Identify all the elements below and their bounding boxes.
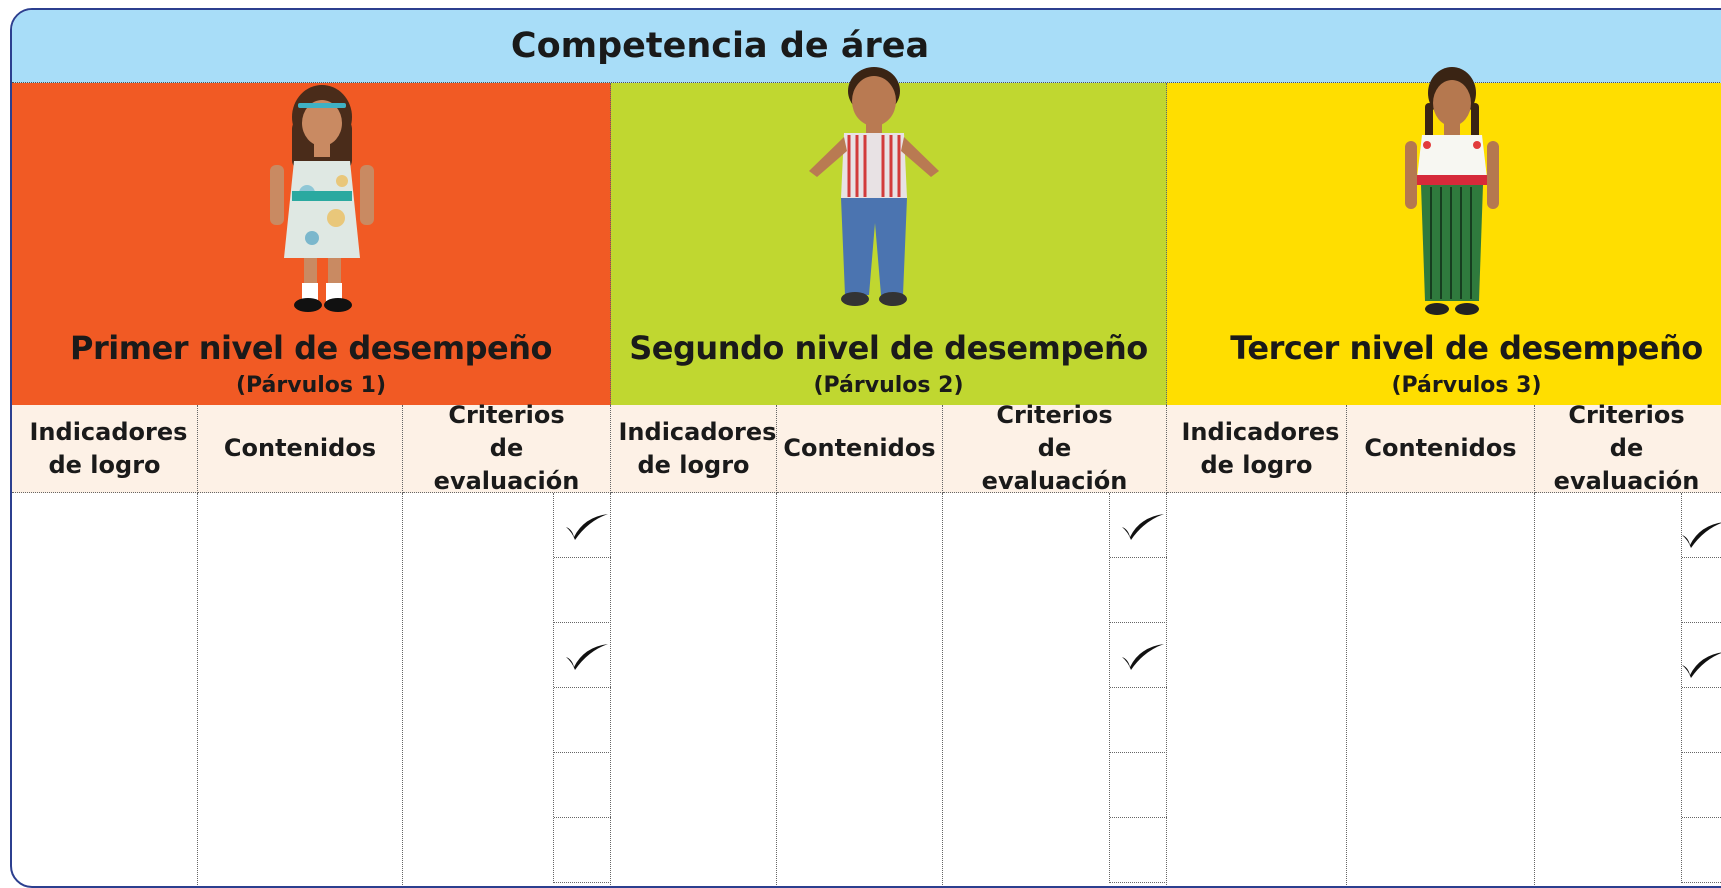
check-cell[interactable] [1682, 753, 1721, 818]
check-cell[interactable] [1682, 818, 1721, 883]
check-cell[interactable] [1682, 688, 1721, 753]
check-cell[interactable] [1110, 688, 1167, 753]
indicadores-cell-1[interactable] [12, 493, 198, 886]
check-cell[interactable] [1110, 818, 1167, 883]
contenidos-cell-3[interactable] [1347, 493, 1535, 886]
header-criterios-3: Criterios de evaluación [1535, 401, 1721, 495]
level-2-subtitle: (Párvulos 2) [813, 373, 964, 398]
check-cell[interactable] [554, 493, 611, 558]
level-2-title: Segundo nivel de desempeño [629, 329, 1148, 367]
criterios-cell-2[interactable] [943, 493, 1167, 886]
check-cell[interactable] [1110, 753, 1167, 818]
contenidos-cell-2[interactable] [777, 493, 943, 886]
header-contenidos-3: Contenidos [1347, 405, 1535, 493]
check-cell[interactable] [1682, 493, 1721, 558]
page-title: Competencia de área [510, 26, 930, 66]
check-cell[interactable] [554, 558, 611, 623]
header-indicadores-2: Indicadores de logro [611, 405, 777, 493]
indicadores-cell-2[interactable] [611, 493, 777, 886]
indicadores-cell-3[interactable] [1167, 493, 1347, 886]
girl-dress-illustration [270, 85, 374, 312]
check-column-3 [1681, 493, 1721, 883]
checkmark-icon [1122, 514, 1164, 540]
level-1-band: Primer nivel de desempeño (Párvulos 1) [12, 83, 611, 405]
check-cell[interactable] [1110, 493, 1167, 558]
header-indicadores-3: Indicadores de logro [1167, 405, 1347, 493]
checkmark-icon [1682, 652, 1721, 678]
checkmark-icon [566, 514, 608, 540]
level-1-title: Primer nivel de desempeño [70, 329, 552, 367]
girl-traditional-dress-illustration [1405, 67, 1499, 315]
level-1-subtitle: (Párvulos 1) [235, 373, 387, 398]
level-3-subtitle: (Párvulos 3) [1391, 373, 1542, 398]
checkmark-icon [566, 644, 608, 670]
check-column-1 [553, 493, 611, 883]
criterios-cell-1[interactable] [403, 493, 611, 886]
checkmark-icon [1122, 644, 1164, 670]
header-contenidos-2: Contenidos [777, 405, 943, 493]
check-cell[interactable] [554, 688, 611, 753]
check-cell[interactable] [1110, 558, 1167, 623]
check-cell[interactable] [1682, 623, 1721, 688]
competency-table: Competencia de área Primer nivel de dese… [10, 8, 1721, 888]
check-cell[interactable] [554, 623, 611, 688]
check-cell[interactable] [1682, 558, 1721, 623]
contenidos-cell-1[interactable] [198, 493, 403, 886]
check-cell[interactable] [1110, 623, 1167, 688]
level-3-title: Tercer nivel de desempeño [1230, 329, 1703, 367]
header-criterios-1: Criterios de evaluación [403, 401, 611, 495]
header-criterios-2: Criterios de evaluación [943, 401, 1167, 495]
level-2-band: Segundo nivel de desempeño (Párvulos 2) [611, 67, 1167, 405]
header-indicadores-1: Indicadores de logro [12, 405, 198, 493]
check-column-2 [1109, 493, 1167, 883]
check-cell[interactable] [554, 753, 611, 818]
boy-illustration [809, 67, 939, 306]
level-3-band: Tercer nivel de desempeño (Párvulos 3) [1167, 67, 1721, 405]
header-contenidos-1: Contenidos [198, 405, 403, 493]
check-cell[interactable] [554, 818, 611, 883]
checkmark-icon [1682, 522, 1721, 548]
